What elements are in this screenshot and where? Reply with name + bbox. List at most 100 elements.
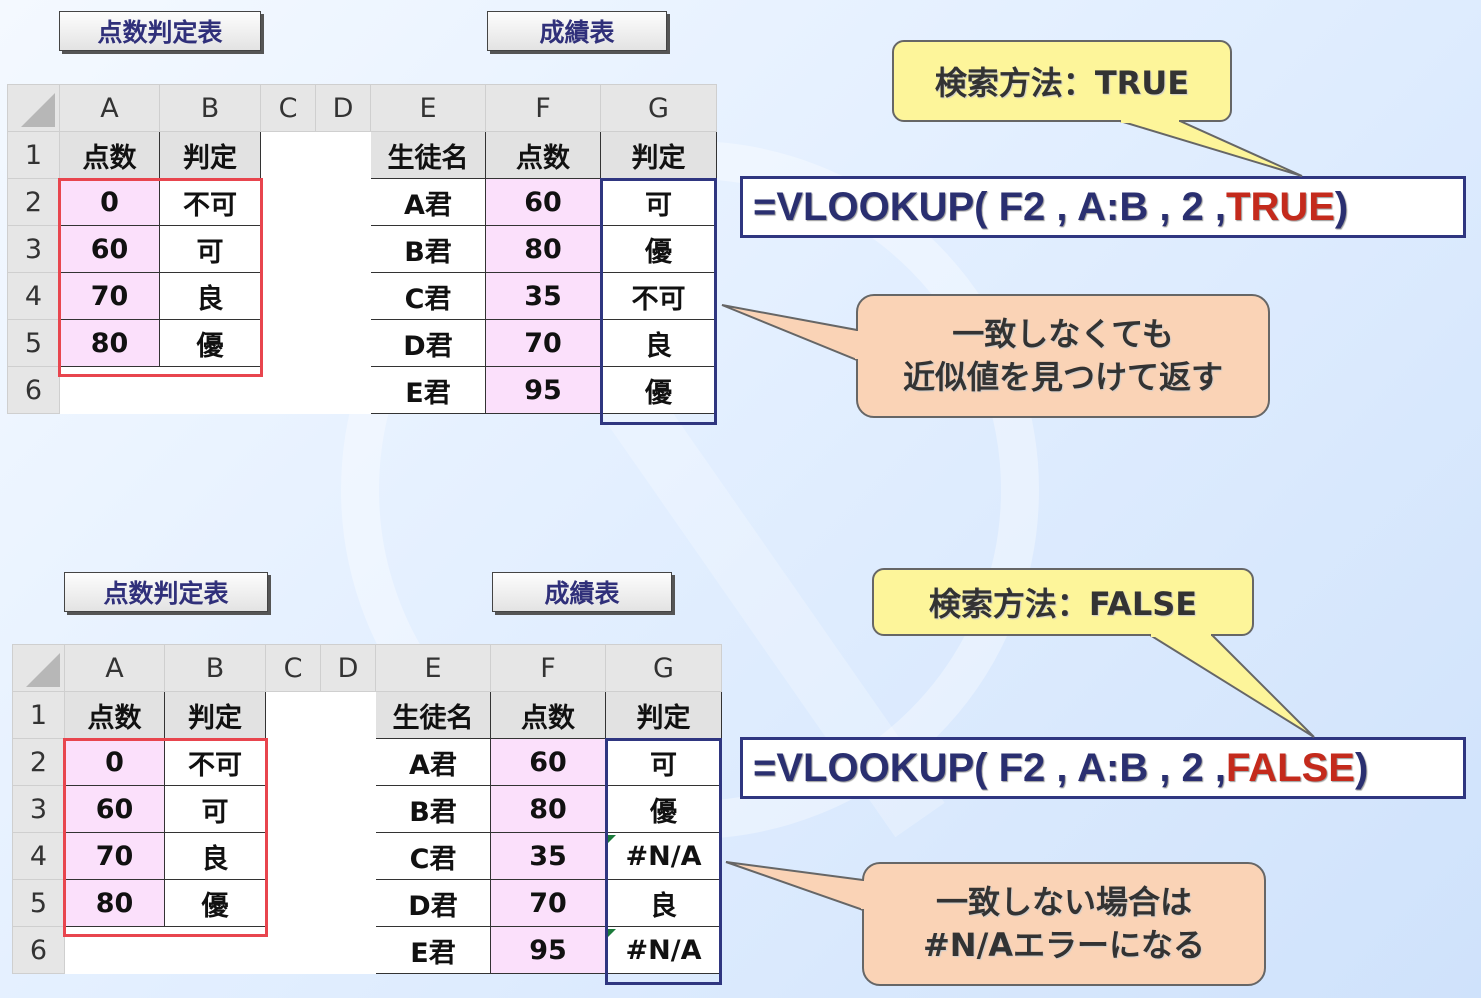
cell-b1[interactable]: 判定 [164, 691, 266, 739]
cell-f1[interactable]: 点数 [490, 691, 606, 739]
cell-d2[interactable] [315, 178, 371, 226]
cell-e6[interactable]: E君 [370, 366, 486, 414]
cell-b4[interactable]: 良 [159, 272, 261, 320]
cell-e6[interactable]: E君 [375, 926, 491, 974]
cell-c2[interactable] [260, 178, 316, 226]
cell-g4[interactable]: #N/A [605, 832, 722, 880]
col-header-e[interactable]: E [375, 644, 491, 692]
row-number[interactable]: 1 [12, 691, 65, 739]
row-number[interactable]: 1 [7, 131, 60, 179]
cell-g1[interactable]: 判定 [600, 131, 717, 179]
cell-g3[interactable]: 優 [600, 225, 717, 273]
cell-a1[interactable]: 点数 [64, 691, 165, 739]
cell-g5[interactable]: 良 [605, 879, 722, 927]
cell-f3[interactable]: 80 [485, 225, 601, 273]
cell-f6[interactable]: 95 [485, 366, 601, 414]
cell-e3[interactable]: B君 [375, 785, 491, 833]
cell-c4[interactable] [265, 832, 321, 880]
cell-d6[interactable] [315, 366, 371, 414]
col-header-g[interactable]: G [605, 644, 722, 692]
col-header-a[interactable]: A [64, 644, 165, 692]
cell-d3[interactable] [320, 785, 376, 833]
col-header-c[interactable]: C [265, 644, 321, 692]
col-header-f[interactable]: F [485, 84, 601, 132]
row-number[interactable]: 6 [7, 366, 60, 414]
cell-b4[interactable]: 良 [164, 832, 266, 880]
cell-b6[interactable] [159, 366, 261, 414]
cell-e3[interactable]: B君 [370, 225, 486, 273]
col-header-d[interactable]: D [320, 644, 376, 692]
cell-a2[interactable]: 0 [59, 178, 160, 226]
select-all-corner[interactable] [7, 84, 60, 132]
row-number[interactable]: 3 [12, 785, 65, 833]
cell-d2[interactable] [320, 738, 376, 786]
cell-b1[interactable]: 判定 [159, 131, 261, 179]
cell-a1[interactable]: 点数 [59, 131, 160, 179]
row-number[interactable]: 2 [7, 178, 60, 226]
cell-d3[interactable] [315, 225, 371, 273]
cell-a6[interactable] [59, 366, 160, 414]
cell-c5[interactable] [260, 319, 316, 367]
cell-g4[interactable]: 不可 [600, 272, 717, 320]
cell-b6[interactable] [164, 926, 266, 974]
cell-g2[interactable]: 可 [600, 178, 717, 226]
cell-c6[interactable] [260, 366, 316, 414]
cell-a4[interactable]: 70 [64, 832, 165, 880]
cell-f2[interactable]: 60 [485, 178, 601, 226]
cell-f6[interactable]: 95 [490, 926, 606, 974]
cell-d4[interactable] [320, 832, 376, 880]
cell-e5[interactable]: D君 [375, 879, 491, 927]
cell-d1[interactable] [315, 131, 371, 179]
cell-g3[interactable]: 優 [605, 785, 722, 833]
cell-a5[interactable]: 80 [64, 879, 165, 927]
cell-d6[interactable] [320, 926, 376, 974]
cell-a3[interactable]: 60 [59, 225, 160, 273]
cell-a2[interactable]: 0 [64, 738, 165, 786]
col-header-e[interactable]: E [370, 84, 486, 132]
row-number[interactable]: 4 [12, 832, 65, 880]
row-number[interactable]: 2 [12, 738, 65, 786]
cell-b5[interactable]: 優 [164, 879, 266, 927]
cell-d4[interactable] [315, 272, 371, 320]
cell-c6[interactable] [265, 926, 321, 974]
cell-f5[interactable]: 70 [485, 319, 601, 367]
cell-e4[interactable]: C君 [375, 832, 491, 880]
select-all-corner[interactable] [12, 644, 65, 692]
cell-a3[interactable]: 60 [64, 785, 165, 833]
cell-c1[interactable] [260, 131, 316, 179]
cell-d5[interactable] [315, 319, 371, 367]
col-header-c[interactable]: C [260, 84, 316, 132]
cell-d1[interactable] [320, 691, 376, 739]
cell-c5[interactable] [265, 879, 321, 927]
cell-c1[interactable] [265, 691, 321, 739]
cell-a6[interactable] [64, 926, 165, 974]
cell-e1[interactable]: 生徒名 [375, 691, 491, 739]
cell-d5[interactable] [320, 879, 376, 927]
cell-b2[interactable]: 不可 [164, 738, 266, 786]
cell-c3[interactable] [260, 225, 316, 273]
row-number[interactable]: 5 [7, 319, 60, 367]
cell-c3[interactable] [265, 785, 321, 833]
cell-b3[interactable]: 可 [164, 785, 266, 833]
row-number[interactable]: 5 [12, 879, 65, 927]
cell-g6[interactable]: 優 [600, 366, 717, 414]
cell-e1[interactable]: 生徒名 [370, 131, 486, 179]
cell-c2[interactable] [265, 738, 321, 786]
cell-f3[interactable]: 80 [490, 785, 606, 833]
cell-a4[interactable]: 70 [59, 272, 160, 320]
cell-e2[interactable]: A君 [370, 178, 486, 226]
cell-g1[interactable]: 判定 [605, 691, 722, 739]
cell-a5[interactable]: 80 [59, 319, 160, 367]
cell-b5[interactable]: 優 [159, 319, 261, 367]
row-number[interactable]: 4 [7, 272, 60, 320]
col-header-b[interactable]: B [164, 644, 266, 692]
cell-f1[interactable]: 点数 [485, 131, 601, 179]
row-number[interactable]: 3 [7, 225, 60, 273]
cell-f4[interactable]: 35 [485, 272, 601, 320]
cell-e4[interactable]: C君 [370, 272, 486, 320]
cell-f2[interactable]: 60 [490, 738, 606, 786]
cell-f5[interactable]: 70 [490, 879, 606, 927]
cell-f4[interactable]: 35 [490, 832, 606, 880]
col-header-d[interactable]: D [315, 84, 371, 132]
col-header-a[interactable]: A [59, 84, 160, 132]
